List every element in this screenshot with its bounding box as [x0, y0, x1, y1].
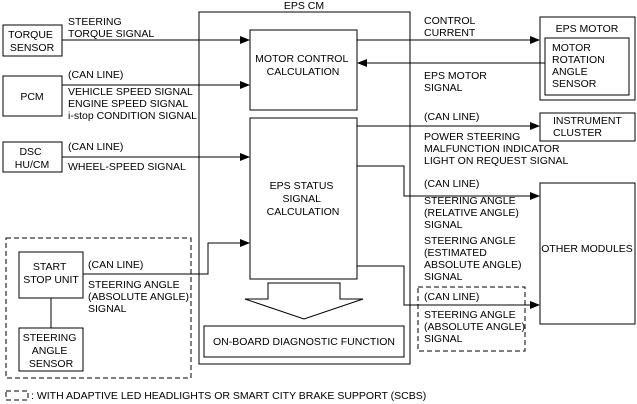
instrument-cluster-label: INSTRUMENT CLUSTER: [553, 115, 625, 139]
pcm-can-line-label: (CAN LINE): [68, 69, 123, 81]
legend-text: : WITH ADAPTIVE LED HEADLIGHTS OR SMART …: [31, 390, 426, 402]
motor-rotation-sensor-label: MOTOR ROTATION ANGLE SENSOR: [552, 42, 608, 90]
dsc-can-line-label: (CAN LINE): [68, 141, 123, 153]
eps-status-label: EPS STATUS SIGNAL CALCULATION: [267, 180, 340, 218]
dsc-signal-label: WHEEL-SPEED SIGNAL: [68, 161, 186, 173]
start-stop-signal-label: STEERING ANGLE (ABSOLUTE ANGLE) SIGNAL: [88, 279, 192, 315]
start-stop-can-line-label: (CAN LINE): [88, 259, 143, 271]
optional-can-line-label: (CAN LINE): [424, 291, 479, 303]
legend-dashed-box-icon: [5, 390, 29, 401]
pcm-signal-label: VEHICLE SPEED SIGNAL ENGINE SPEED SIGNAL…: [68, 86, 197, 122]
optional-signal-arrow: [357, 265, 540, 309]
steering-angle-sensor-label: STEERING ANGLE SENSOR: [23, 332, 80, 370]
eps-cm-title: EPS CM: [284, 0, 324, 12]
control-current-label: CONTROL CURRENT: [424, 15, 478, 39]
torque-signal-label: STEERING TORQUE SIGNAL: [68, 16, 154, 40]
obd-label: ON-BOARD DIAGNOSTIC FUNCTION: [213, 336, 395, 348]
eps-status-block: EPS STATUS SIGNAL CALCULATION: [249, 117, 358, 280]
other-modules-label: OTHER MODULES: [541, 243, 633, 255]
pcm-block: PCM: [2, 75, 63, 117]
steering-angle-sensor-block: STEERING ANGLE SENSOR: [18, 327, 84, 372]
dsc-label: DSC HU/CM: [15, 146, 49, 171]
eps-motor-title: EPS MOTOR: [556, 23, 619, 35]
optional-equipment-group: [5, 237, 192, 379]
cluster-can-line-label: (CAN LINE): [424, 111, 479, 123]
other-modules-block: OTHER MODULES: [539, 182, 636, 325]
start-stop-unit-label: START STOP UNIT: [23, 261, 79, 286]
motor-rotation-sensor-block: [544, 37, 630, 96]
other-modules-can-line-label: (CAN LINE): [424, 178, 479, 190]
optional-signal-group: [417, 286, 526, 352]
optional-signal-label: STEERING ANGLE (ABSOLUTE ANGLE) SIGNAL: [424, 309, 528, 345]
pcm-label: PCM: [20, 91, 43, 103]
other-modules-signal-arrow: [357, 165, 540, 200]
start-stop-signal-arrow: [83, 239, 250, 275]
motor-signal-label: EPS MOTOR SIGNAL: [424, 70, 490, 94]
cluster-signal-label: POWER STEERING MALFUNCTION INDICATOR LIG…: [424, 131, 568, 167]
start-stop-unit-block: START STOP UNIT: [18, 251, 84, 299]
obd-block: ON-BOARD DIAGNOSTIC FUNCTION: [203, 325, 405, 358]
motor-control-label: MOTOR CONTROL CALCULATION: [255, 53, 351, 78]
hollow-down-arrow-icon: [244, 282, 364, 320]
torque-sensor-label: TORQUE SENSOR: [8, 29, 56, 54]
other-modules-signal-label: STEERING ANGLE (RELATIVE ANGLE) SIGNAL S…: [424, 195, 524, 283]
instrument-cluster-block: INSTRUMENT CLUSTER: [539, 112, 636, 142]
dsc-block: DSC HU/CM: [2, 141, 63, 173]
eps-motor-block: EPS MOTOR MOTOR ROTATION ANGLE SENSOR: [539, 16, 636, 101]
torque-sensor-block: TORQUE SENSOR: [2, 24, 63, 57]
motor-control-block: MOTOR CONTROL CALCULATION: [249, 29, 358, 111]
